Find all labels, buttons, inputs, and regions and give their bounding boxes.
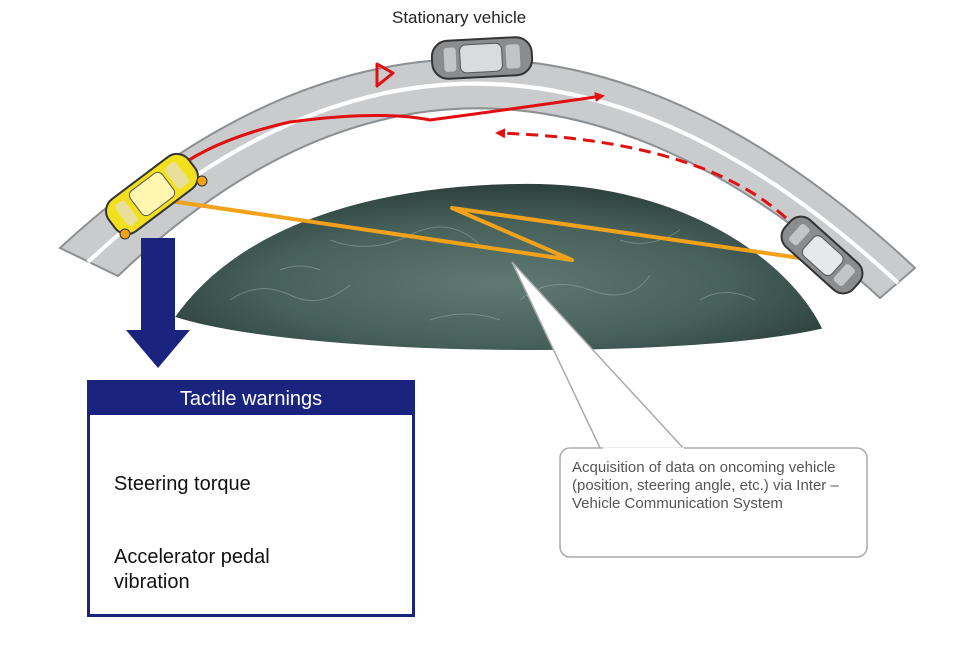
lane-line [86,81,900,285]
curved-road [58,57,917,300]
oncoming-vehicle-path [495,128,788,220]
callout-box [559,447,868,558]
warning-triangle-icon [375,62,395,88]
stationary-vehicle-label: Stationary vehicle [392,8,527,27]
accelerator-vibration-label: Accelerator pedal vibration [114,546,270,593]
tactile-warnings-title: Tactile warnings [90,383,412,415]
hill-texture [229,226,756,321]
tactile-warnings-panel: Tactile warnings Steering torque Acceler… [87,380,415,617]
stationary-vehicle [430,36,534,80]
down-arrow-icon [126,238,190,368]
oncoming-vehicle [780,215,864,295]
callout-text: Acquisition of data on oncoming vehicle … [572,459,839,512]
steering-torque-label: Steering torque [114,473,251,495]
own-vehicle [105,152,199,236]
own-vehicle-path [167,92,605,177]
hill [168,179,828,354]
hazard-light-icon [119,175,208,240]
communication-link [149,196,832,267]
